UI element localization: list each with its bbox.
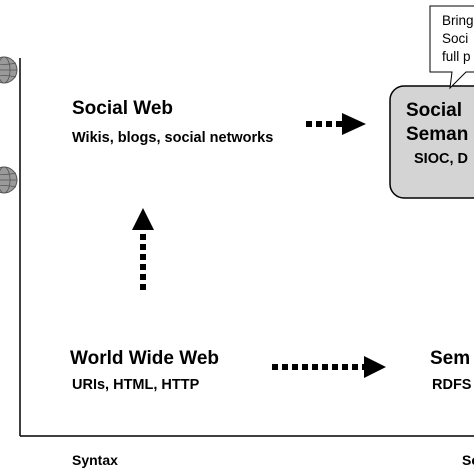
arrow-social-to-social-semantic xyxy=(306,113,366,135)
arrow-www-to-semantic-web xyxy=(272,356,386,378)
social-semantic-web-title-line2: Seman xyxy=(406,124,469,145)
callout-line: full p xyxy=(442,49,471,64)
x-axis-label-semantics: Se xyxy=(462,452,474,468)
arrow-www-to-social-web xyxy=(132,208,154,290)
globe-icon xyxy=(0,166,18,194)
globe-icon xyxy=(0,56,18,84)
world-wide-web-title: World Wide Web xyxy=(70,348,220,369)
semantic-web-title: Sem xyxy=(430,348,471,369)
callout-line: Soci xyxy=(442,31,469,46)
social-semantic-web-subtitle: SIOC, D xyxy=(414,151,468,167)
callout-line: Bring xyxy=(442,13,474,28)
social-semantic-web-title-line1: Social xyxy=(406,100,462,121)
social-web-subtitle: Wikis, blogs, social networks xyxy=(72,130,274,146)
semantic-web-subtitle: RDFS xyxy=(432,377,472,393)
world-wide-web-subtitle: URIs, HTML, HTTP xyxy=(72,377,200,393)
social-web-title: Social Web xyxy=(72,98,174,119)
callout-box xyxy=(429,5,474,90)
x-axis-label-syntax: Syntax xyxy=(72,452,118,468)
social-semantic-web-box xyxy=(389,85,474,199)
